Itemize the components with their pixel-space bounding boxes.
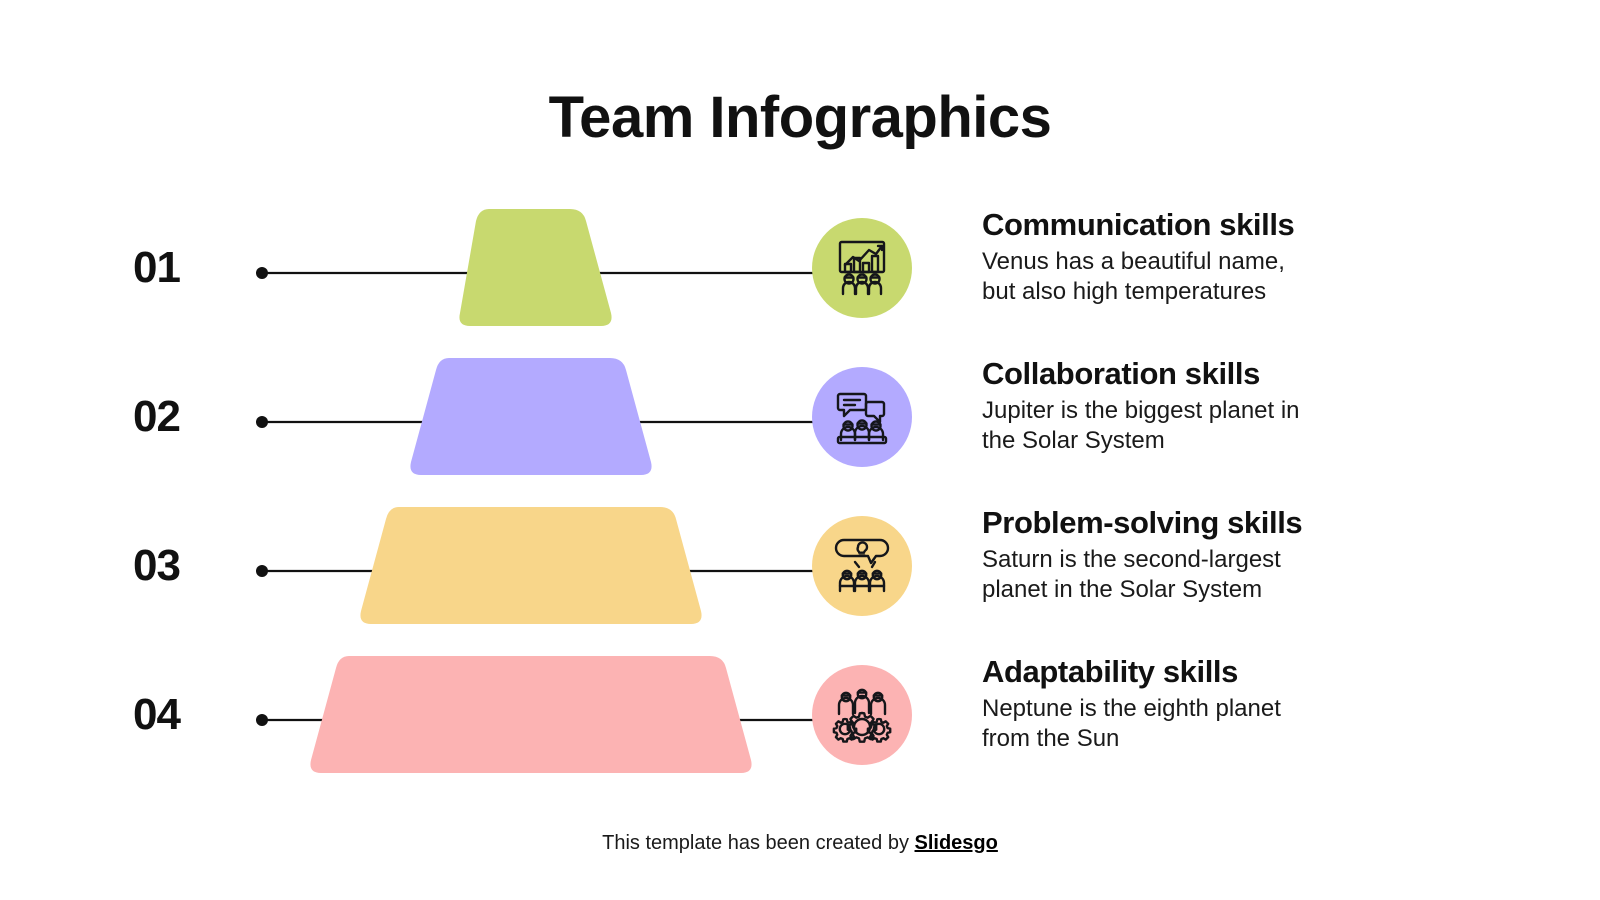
- connector-dot-1: [256, 267, 268, 279]
- lightbulb-idea-team-icon[interactable]: [812, 516, 912, 616]
- item-desc-line-3a: Saturn is the second-largest: [982, 545, 1281, 573]
- item-desc-line-2a: Jupiter is the biggest planet in: [982, 396, 1300, 424]
- step-number-03: 03: [133, 541, 181, 590]
- item-block-4: Adaptability skills Neptune is the eight…: [982, 654, 1422, 755]
- step-number-04: 04: [133, 690, 181, 739]
- footer-credit: This template has been created by Slides…: [0, 832, 1600, 855]
- pyramid-level-4[interactable]: [310, 656, 752, 773]
- slidesgo-link[interactable]: Slidesgo: [914, 832, 998, 854]
- item-title-2: Collaboration skills: [982, 356, 1260, 391]
- item-description-4: Neptune is the eighth planet from the Su…: [982, 694, 1422, 755]
- item-desc-line-2b: the Solar System: [982, 427, 1165, 455]
- footer-prefix: This template has been created by: [602, 832, 915, 854]
- pyramid-level-1[interactable]: [459, 209, 612, 326]
- item-desc-line-4b: from the Sun: [982, 725, 1120, 753]
- step-number-02: 02: [133, 392, 181, 441]
- presentation-chart-audience-icon[interactable]: [812, 218, 912, 318]
- item-title-1: Communication skills: [982, 207, 1295, 242]
- step-number-01: 01: [133, 243, 181, 292]
- connector-dot-4: [256, 714, 268, 726]
- item-desc-line-1b: but also high temperatures: [982, 278, 1267, 306]
- item-desc-line-1a: Venus has a beautiful name,: [982, 247, 1285, 275]
- item-block-2: Collaboration skills Jupiter is the bigg…: [982, 356, 1422, 457]
- pyramid-level-3[interactable]: [360, 507, 702, 624]
- gears-teamwork-icon[interactable]: [812, 665, 912, 765]
- connector-dot-2: [256, 416, 268, 428]
- item-block-3: Problem-solving skills Saturn is the sec…: [982, 505, 1422, 606]
- item-description-3: Saturn is the second-largest planet in t…: [982, 545, 1422, 606]
- item-description-2: Jupiter is the biggest planet in the Sol…: [982, 396, 1422, 457]
- item-block-1: Communication skills Venus has a beautif…: [982, 207, 1422, 308]
- connector-dot-3: [256, 565, 268, 577]
- connector-lines: [262, 271, 838, 722]
- item-desc-line-3b: planet in the Solar System: [982, 576, 1263, 604]
- pyramid-level-2[interactable]: [410, 358, 652, 475]
- item-title-4: Adaptability skills: [982, 654, 1238, 689]
- speech-bubbles-meeting-icon[interactable]: [812, 367, 912, 467]
- item-title-3: Problem-solving skills: [982, 505, 1303, 540]
- item-description-1: Venus has a beautiful name, but also hig…: [982, 247, 1422, 308]
- item-desc-line-4a: Neptune is the eighth planet: [982, 694, 1281, 722]
- page-title: Team Infographics: [548, 85, 1052, 150]
